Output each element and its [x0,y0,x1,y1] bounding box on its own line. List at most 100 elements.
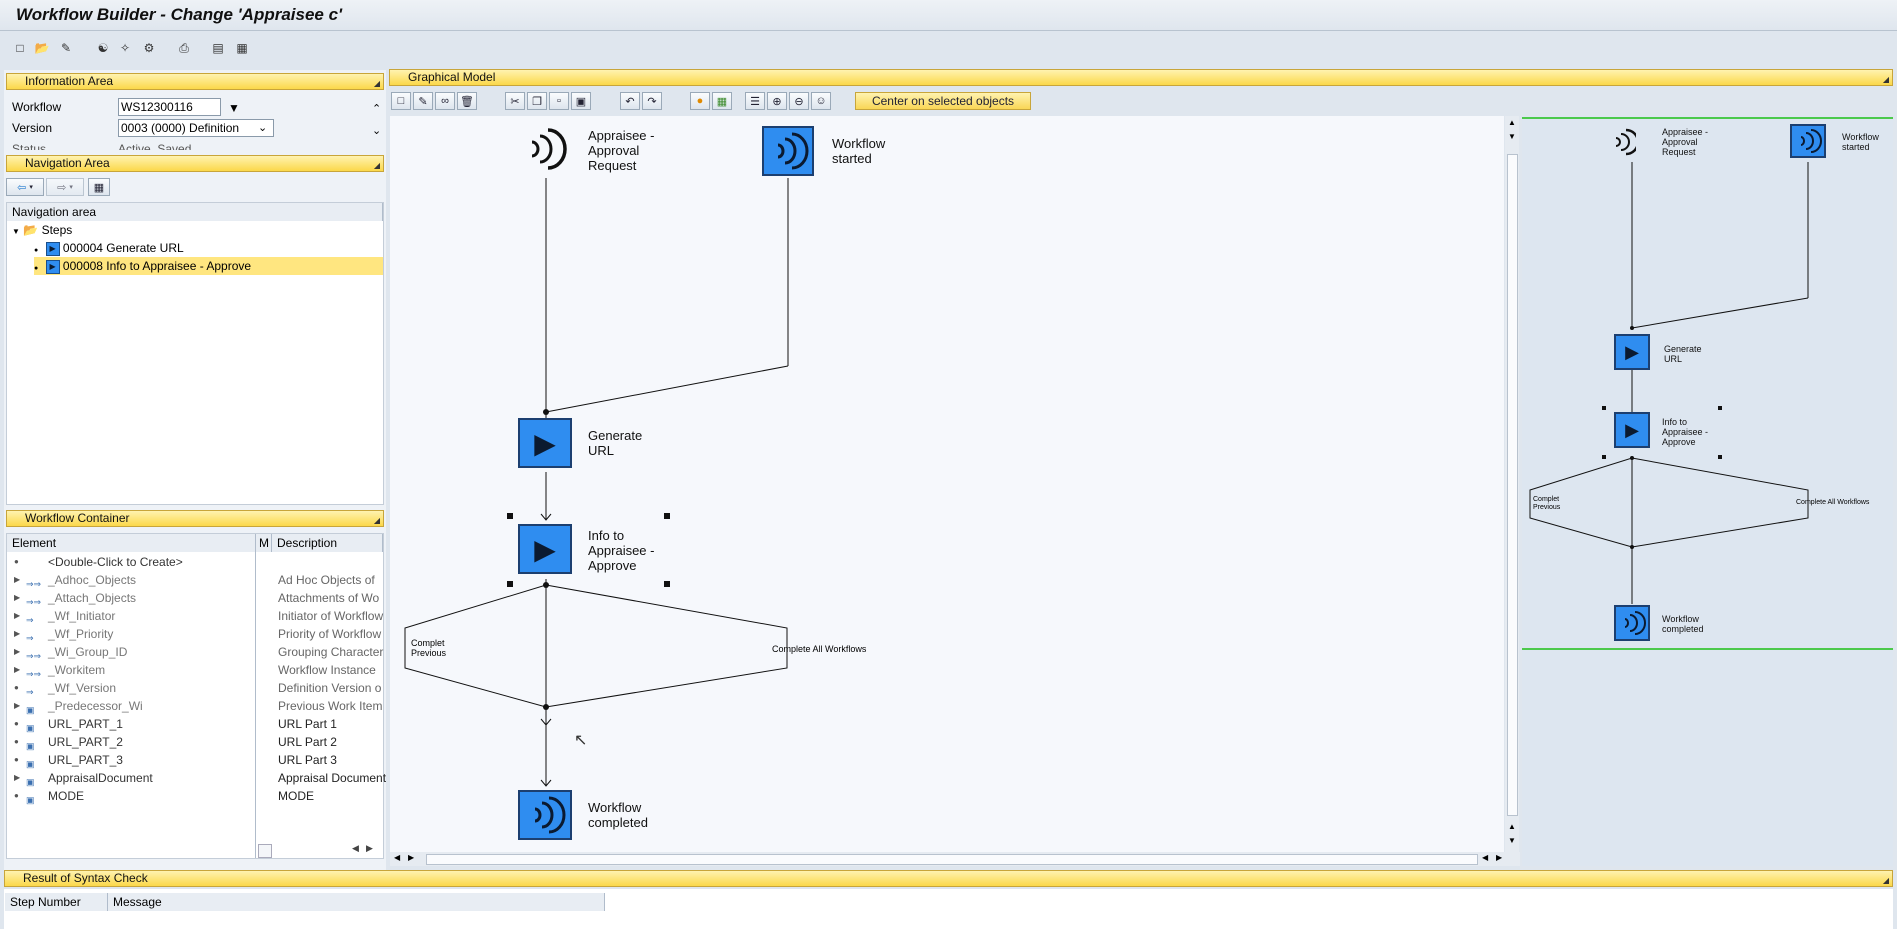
align-icon[interactable]: ☰ [745,92,765,110]
activate-icon[interactable]: ✧ [119,41,131,55]
nav-step-item[interactable]: ● ▶ 000004 Generate URL [34,241,184,256]
label-line: Workflow [588,800,642,815]
pot-icon[interactable]: ● [690,92,710,110]
information-area-header[interactable]: Information Area ◢ [6,73,384,90]
column-m[interactable]: M [256,534,272,552]
syntax-check-header[interactable]: Result of Syntax Check ◢ [4,870,1893,887]
version-chevron-down-icon[interactable]: ⌄ [258,122,268,134]
table-settings-icon[interactable] [258,844,272,858]
expand-icon[interactable]: ◢ [1882,75,1889,84]
expand-icon[interactable]: ◢ [373,516,380,525]
column-step-number[interactable]: Step Number [5,893,108,911]
collapse-icon[interactable]: ▼ [12,227,20,236]
edit-icon[interactable]: ✎ [60,41,72,55]
step-generate-url-node[interactable]: ▶ [518,418,572,468]
nav-step-item[interactable]: ● ▶ 000008 Info to Appraisee - Approve [34,257,383,275]
scroll-left-icon[interactable]: ◀ [352,843,359,853]
paste-icon[interactable]: ▫ [549,92,569,110]
overview-pane[interactable] [1522,116,1893,866]
scroll-right-icon[interactable]: ▶ [366,843,373,853]
column-element[interactable]: Element [7,534,256,552]
create-row[interactable]: ● <Double-Click to Create> [14,555,183,569]
label-line: Complet [1533,496,1560,503]
element-name: _Predecessor_Wi [48,699,143,713]
pencil-icon[interactable]: ✎ [413,92,433,110]
step-info-appraisee-node[interactable]: ▶ [518,524,572,574]
column-message[interactable]: Message [108,893,605,911]
workflow-dropdown-icon[interactable]: ▼ [228,101,240,115]
trash-icon[interactable]: 🗑 [457,92,477,110]
element-description: URL Part 1 [278,717,337,731]
canvas-horizontal-scrollbar[interactable]: ◀ ▶ ◀ ▶ [390,852,1520,866]
expand-icon[interactable]: ◢ [1882,876,1889,885]
event-started-icon[interactable] [762,126,814,176]
zoom-in-icon[interactable]: ⊕ [767,92,787,110]
new-icon[interactable]: □ [16,41,24,55]
undo-icon[interactable]: ↶ [620,92,640,110]
scroll-up-icon[interactable]: ▲ [1508,822,1516,831]
main-toolbar: □ 📂 ✎ ☯ ✧ ⚙ ⎙ ▤ ▦ [0,36,1897,62]
scroll-left-icon[interactable]: ◀ [1482,853,1489,862]
workflow-field[interactable]: WS12300116 [118,98,221,116]
canvas-vertical-scrollbar[interactable]: ▲ ▼ ▲ ▼ [1505,116,1519,852]
event-completed-icon[interactable] [518,790,572,840]
column-description[interactable]: Description [272,534,383,552]
scroll-thumb[interactable] [426,854,1478,865]
scroll-down-icon[interactable]: ▼ [1508,132,1516,141]
node-label-event-completed: Workflow completed [588,800,648,830]
overview-label-event-started: Workflow started [1842,132,1879,152]
workflow-container-header[interactable]: Workflow Container ◢ [6,510,384,527]
redo-icon[interactable]: ↷ [642,92,662,110]
cut-icon[interactable]: ✂ [505,92,525,110]
version-select[interactable]: 0003 (0000) Definition [118,119,274,137]
step-icon: ▶ [45,241,60,256]
scroll-down-icon[interactable]: ▼ [1508,836,1516,845]
open-icon[interactable]: 📂 [34,41,50,55]
print-icon[interactable]: ⎙ [179,40,189,55]
expand-icon[interactable]: ◢ [373,79,380,88]
navigation-area-header[interactable]: Navigation Area ◢ [6,155,384,172]
check-icon[interactable]: ☯ [97,41,109,55]
new-node-icon[interactable]: □ [391,92,411,110]
scroll-up-icon[interactable]: ⌃ [372,103,382,115]
graphical-model-header[interactable]: Graphical Model ◢ [389,69,1893,86]
scroll-down-icon[interactable]: ⌄ [372,125,382,137]
center-selected-button[interactable]: Center on selected objects [855,92,1031,110]
nav-forward-button[interactable]: ⇨▾ [46,178,84,196]
insert-icon[interactable]: ▣ [571,92,591,110]
expand-icon[interactable]: ◢ [373,161,380,170]
branch-label-right[interactable]: Complete All Workflows [772,644,867,654]
nav-overview-button[interactable]: ▦ [88,178,110,196]
scroll-right-icon[interactable]: ▶ [1496,853,1503,862]
copy-icon[interactable]: ❐ [527,92,547,110]
graphical-canvas[interactable] [390,116,1504,854]
nav-back-button[interactable]: ⇦▾ [6,178,44,196]
grid-icon[interactable]: ▦ [712,92,732,110]
scroll-right-icon[interactable]: ▶ [408,853,415,862]
person-icon[interactable]: ☺ [811,92,831,110]
branch-label-left[interactable]: Complet Previous [411,638,446,658]
event-approval-icon[interactable] [522,124,570,174]
scroll-left-icon[interactable]: ◀ [394,853,401,862]
layout-icon[interactable]: ▤ [212,41,224,55]
scroll-thumb[interactable] [1507,154,1518,816]
test-icon[interactable]: ⚙ [143,41,155,55]
zoom-out-icon[interactable]: ⊖ [789,92,809,110]
steps-node[interactable]: ▼ 📂 Steps [12,221,72,239]
settings-icon[interactable]: ▦ [236,41,248,55]
glasses-icon[interactable]: ∞ [435,92,455,110]
scroll-up-icon[interactable]: ▲ [1508,118,1516,127]
